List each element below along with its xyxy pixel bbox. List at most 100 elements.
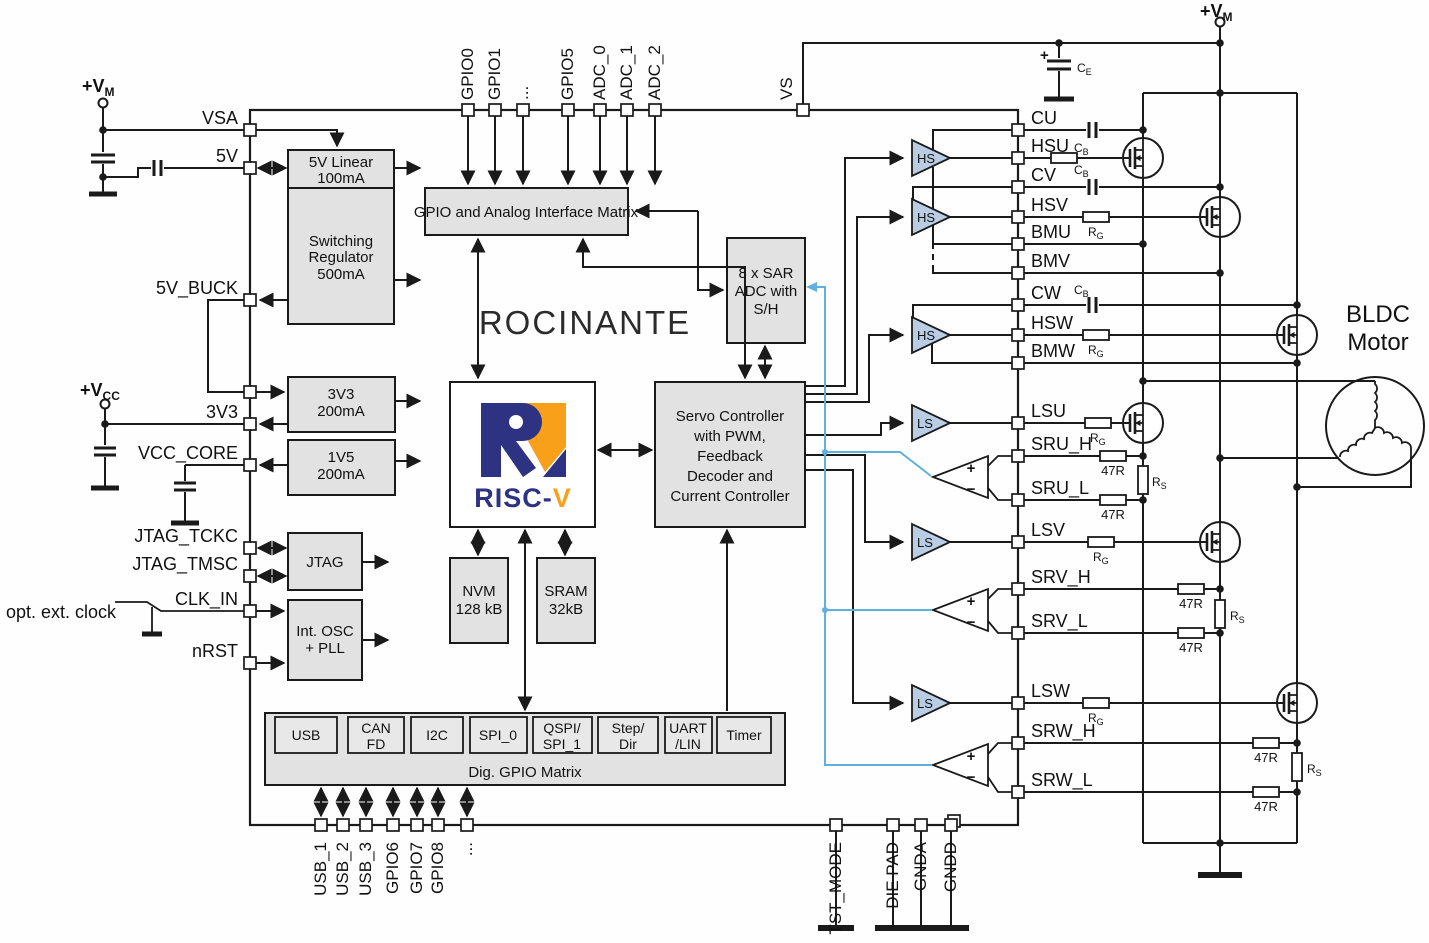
svg-text:JTAG_TCKC: JTAG_TCKC	[134, 526, 238, 547]
pin-lsv: LSV	[1011, 520, 1065, 549]
block-switchreg-l3: 500mA	[317, 266, 365, 283]
svg-text:RISC-V: RISC-V	[474, 483, 572, 513]
hs-driver-u	[911, 138, 953, 178]
pins-right: CU HSU CV HSV BMU BMV CW HSW BMW LSU SRU…	[1011, 108, 1096, 799]
svg-text:5V: 5V	[216, 146, 238, 166]
svg-text:GPIO6: GPIO6	[383, 842, 402, 894]
rg-label-hsv: RG	[1088, 225, 1104, 241]
block-servo-l2: with PWM,	[693, 428, 766, 445]
motor-label-2: Motor	[1347, 329, 1408, 356]
vm-label-left: +VM	[82, 76, 115, 99]
svg-text:SRV_H: SRV_H	[1031, 567, 1091, 588]
block-sram-l2: 32kB	[549, 601, 583, 618]
block-servo-l5: Current Controller	[670, 488, 789, 505]
svg-text:...: ...	[457, 842, 476, 856]
pin-cw: CW	[1011, 283, 1061, 312]
block-osc-pll	[287, 599, 363, 681]
riscv-logo: RISC-V	[474, 403, 572, 513]
block-adc-l1: 8 x SAR	[738, 265, 793, 282]
svg-text:SRV_L: SRV_L	[1031, 611, 1088, 632]
svg-text:VCC_CORE: VCC_CORE	[138, 443, 238, 464]
svg-text:...: ...	[513, 86, 532, 100]
hs-driver-v	[911, 197, 953, 237]
block-osc-l2: + PLL	[305, 640, 345, 657]
svg-text:HSV: HSV	[1031, 195, 1068, 215]
pin-gpio0: GPIO0	[458, 48, 477, 117]
pins-bottom: USB_1 USB_2 USB_3 GPIO6 GPIO7 GPIO8 ... …	[311, 814, 969, 935]
svg-text:BMW: BMW	[1031, 341, 1075, 361]
block-canfd-l1: CAN	[361, 720, 391, 736]
mosfet-hs-u	[1121, 136, 1165, 180]
block-qspi-l2: SPI_1	[543, 736, 581, 752]
pin-gpio8: GPIO8	[428, 818, 447, 894]
pin-bmw: BMW	[1011, 341, 1075, 370]
rs-label-v: RS	[1230, 609, 1245, 625]
rg-label-hsw: RG	[1088, 343, 1104, 359]
pin-srw-h: SRW_H	[1011, 721, 1096, 750]
motor-symbol	[1325, 376, 1425, 476]
block-dig-gpio-matrix-label: Dig. GPIO Matrix	[468, 764, 582, 781]
pin-hsv: HSV	[1011, 195, 1068, 224]
svg-text:SRW_L: SRW_L	[1031, 770, 1093, 791]
svg-text:BMV: BMV	[1031, 251, 1070, 271]
svg-text:ADC_2: ADC_2	[645, 45, 664, 100]
pin-vcc-core: VCC_CORE	[138, 443, 257, 472]
block-servo-l3: Feedback	[697, 448, 763, 465]
comparator-v	[930, 587, 989, 633]
svg-text:LSW: LSW	[1031, 681, 1070, 701]
block-nvm-l2: 128 kB	[456, 601, 503, 618]
svg-text:GPIO5: GPIO5	[558, 48, 577, 100]
cb-label-w: CB	[1074, 283, 1089, 299]
adc-sense-net	[806, 282, 932, 766]
rg-label-lsu: RG	[1090, 431, 1106, 447]
pin-sru-l: SRU_L	[1011, 478, 1089, 507]
comparator-u-plus: +	[967, 460, 976, 477]
block-3v3-l2: 200mA	[317, 403, 365, 420]
pin-hsw: HSW	[1011, 313, 1073, 342]
gate-drivers: HS HS HS LS LS LS	[911, 138, 953, 723]
svg-text:USB_2: USB_2	[333, 842, 352, 896]
pin-lsu: LSU	[1011, 401, 1066, 430]
block-jtag-label: JTAG	[306, 554, 343, 571]
block-stepdir-l2: Dir	[619, 736, 637, 752]
svg-text:TST_MODE: TST_MODE	[826, 842, 845, 935]
pin-gpio5: GPIO5	[558, 48, 577, 117]
block-stepdir-l1: Step/	[612, 720, 645, 736]
pin-5v: 5V	[216, 146, 257, 175]
pin-gpio1: GPIO1	[485, 48, 504, 117]
pin-3v3-in	[243, 385, 257, 399]
r47-label-wh: 47R	[1254, 750, 1278, 765]
hs-driver-v-label: HS	[917, 210, 935, 225]
chip-name: ROCINANTE	[479, 304, 691, 341]
r47-label-vh: 47R	[1179, 596, 1203, 611]
block-switchreg-l2: Regulator	[308, 249, 373, 266]
pin-usb3: USB_3	[356, 818, 375, 896]
block-adc-l3: S/H	[753, 301, 778, 318]
svg-text:VSA: VSA	[202, 108, 238, 128]
pin-srv-l: SRV_L	[1011, 611, 1088, 640]
block-switching-regulator	[287, 187, 395, 325]
rg-label-lsw: RG	[1088, 711, 1104, 727]
pin-srv-h: SRV_H	[1011, 567, 1091, 596]
svg-text:nRST: nRST	[192, 641, 238, 661]
svg-text:CW: CW	[1031, 283, 1061, 303]
block-sram	[536, 557, 596, 644]
block-servo-l4: Decoder and	[687, 468, 773, 485]
pin-3v3: 3V3	[206, 402, 257, 431]
svg-text:HSU: HSU	[1031, 136, 1069, 156]
r47-label-vl: 47R	[1179, 640, 1203, 655]
hs-driver-w-label: HS	[917, 328, 935, 343]
cb-label-v: CB	[1074, 163, 1089, 179]
block-gpio-analog-matrix-label: GPIO and Analog Interface Matrix	[414, 204, 639, 221]
pins-top: GPIO0 GPIO1 ... GPIO5 ADC_0 ADC_1 ADC_2 …	[458, 45, 810, 117]
mosfet-hs-w	[1275, 313, 1319, 357]
vm-terminal	[97, 97, 109, 109]
block-qspi	[532, 716, 593, 754]
svg-text:BMU: BMU	[1031, 222, 1071, 242]
pin-gpio6: GPIO6	[383, 818, 402, 894]
pin-tst-mode: TST_MODE	[818, 818, 854, 935]
ls-driver-w-label: LS	[917, 696, 933, 711]
block-usb-label: USB	[292, 727, 321, 743]
pin-gpio-ellipsis: ...	[513, 86, 532, 117]
